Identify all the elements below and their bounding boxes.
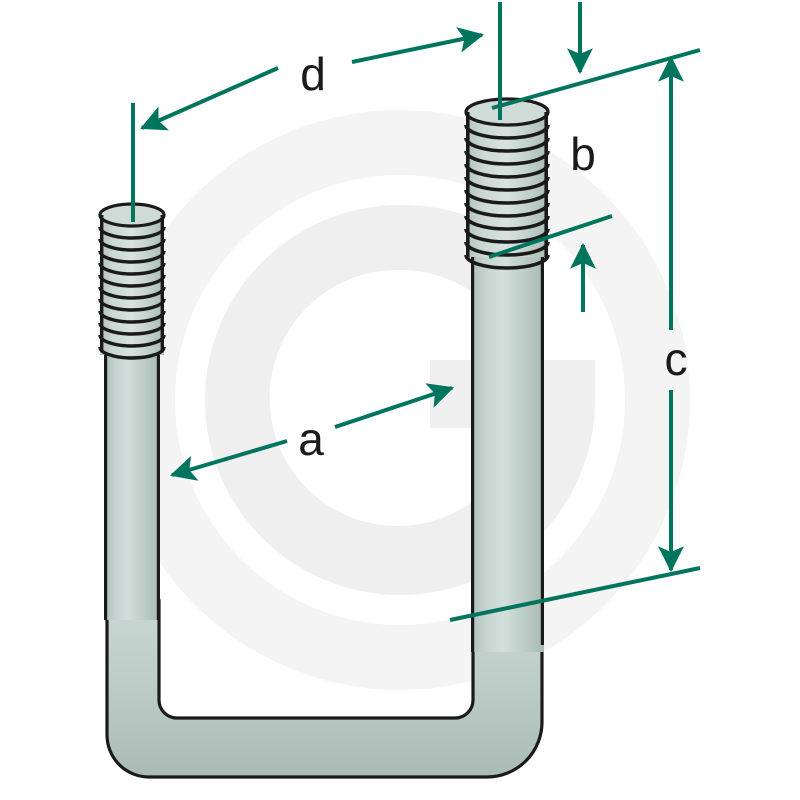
dimension-a-arrow-left	[169, 439, 288, 481]
dimension-label-a: a	[298, 413, 324, 465]
right-thread	[464, 97, 550, 270]
dimension-d-arrow-right	[351, 27, 485, 64]
dimension-d	[131, 2, 502, 222]
dimension-a	[169, 383, 455, 481]
left-thread	[98, 202, 166, 360]
dimension-d-arrow-left	[140, 66, 279, 131]
dimension-annotations	[131, 2, 701, 622]
dimension-b-reference-bottom	[488, 214, 613, 259]
dimension-c	[449, 55, 701, 622]
dimension-label-c: c	[665, 333, 688, 385]
left-leg-shaft	[104, 330, 160, 620]
dimension-b-reference-top	[491, 48, 701, 110]
dimension-label-d: d	[300, 48, 326, 100]
right-leg-shaft	[471, 232, 544, 652]
watermark-logo	[110, 110, 690, 690]
u-bolt-bend	[105, 598, 544, 779]
dimension-a-arrow-right	[334, 383, 455, 429]
u-bolt-body	[98, 97, 550, 779]
dimension-c-reference-bottom	[449, 566, 701, 622]
dimension-labels: d b c a	[298, 48, 687, 465]
dimension-label-b: b	[570, 128, 596, 180]
